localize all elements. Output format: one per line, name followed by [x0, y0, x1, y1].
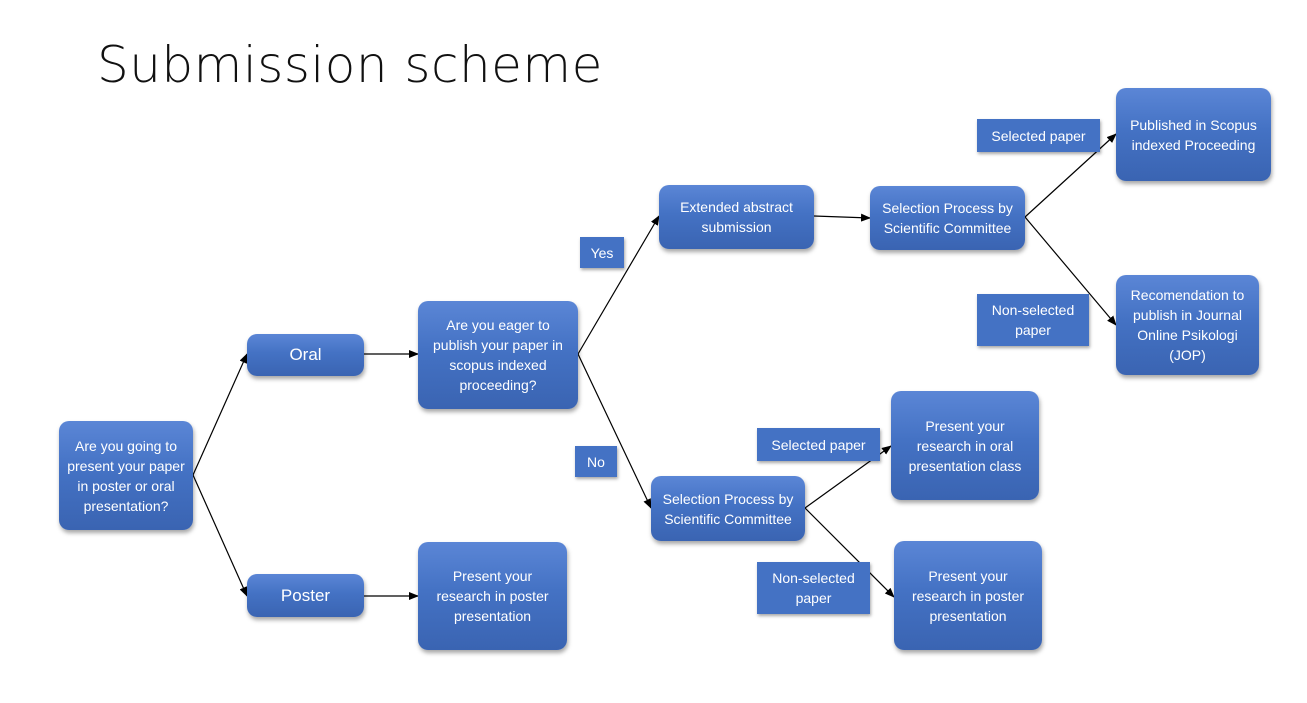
node-selection-process-bottom: Selection Process by Scientific Committe…	[651, 476, 805, 541]
label-yes: Yes	[580, 237, 624, 268]
node-poster-presentation-2: Present your research in poster presenta…	[894, 541, 1042, 650]
node-oral: Oral	[247, 334, 364, 376]
node-poster-presentation: Present your research in poster presenta…	[418, 542, 567, 650]
arrow-start-to-poster	[192, 474, 248, 597]
node-selection-process-top: Selection Process by Scientific Committe…	[870, 186, 1025, 250]
page-title: Submission scheme	[97, 36, 603, 94]
label-selected-paper-top: Selected paper	[977, 119, 1100, 152]
label-non-selected-paper-top: Non-selected paper	[977, 294, 1089, 346]
label-selected-paper-bottom: Selected paper	[757, 428, 880, 461]
node-poster: Poster	[247, 574, 364, 617]
node-published-scopus: Published in Scopus indexed Proceeding	[1116, 88, 1271, 181]
node-recommendation-jop: Recomendation to publish in Journal Onli…	[1116, 275, 1259, 375]
label-no: No	[575, 446, 617, 477]
arrow-start-to-oral	[192, 353, 248, 476]
arrow-extended-to-selection-top	[813, 213, 871, 222]
arrow-eager-to-selection-bottom	[577, 353, 652, 509]
node-extended-abstract: Extended abstract submission	[659, 185, 814, 249]
node-start-question: Are you going to present your paper in p…	[59, 421, 193, 530]
node-oral-presentation-class: Present your research in oral presentati…	[891, 391, 1039, 500]
node-eager-question: Are you eager to publish your paper in s…	[418, 301, 578, 409]
label-non-selected-paper-bottom: Non-selected paper	[757, 562, 870, 614]
